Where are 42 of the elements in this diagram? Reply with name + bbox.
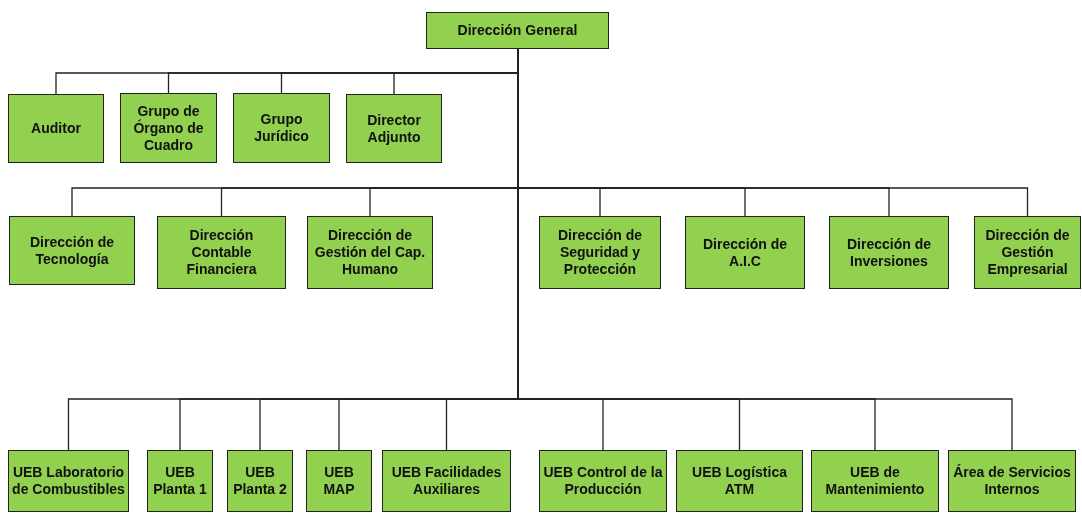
org-box bbox=[685, 216, 805, 289]
org-box bbox=[676, 450, 803, 512]
org-box bbox=[426, 12, 609, 49]
org-box bbox=[8, 94, 104, 163]
box-label: UEB Logística ATM bbox=[691, 464, 788, 498]
org-box bbox=[233, 93, 330, 163]
box-label: Grupo Jurídico bbox=[253, 111, 310, 145]
box-label: Auditor bbox=[30, 120, 82, 137]
box-label: UEB Planta 2 bbox=[232, 464, 288, 498]
box-label: UEB MAP bbox=[322, 464, 356, 498]
org-box bbox=[382, 450, 511, 512]
box-label: Dirección de Seguridad y Protección bbox=[557, 227, 643, 278]
box-label: Dirección de Tecnología bbox=[29, 233, 115, 268]
org-box bbox=[8, 450, 129, 512]
org-box bbox=[227, 450, 293, 512]
box-label: UEB Laboratorio de Combustibles bbox=[11, 464, 126, 498]
org-box bbox=[9, 216, 135, 285]
org-box bbox=[147, 450, 213, 512]
box-label: Grupo de Órgano de Cuadro bbox=[132, 102, 205, 154]
box-label: Área de Servicios Internos bbox=[952, 464, 1072, 498]
box-label: Dirección de Gestión Empresarial bbox=[984, 227, 1071, 278]
org-box bbox=[346, 94, 442, 163]
org-box bbox=[307, 216, 433, 289]
box-label: UEB Planta 1 bbox=[152, 464, 208, 498]
org-box bbox=[539, 216, 661, 289]
box-label: Director Adjunto bbox=[366, 111, 422, 146]
org-box bbox=[829, 216, 949, 289]
box-label: Dirección Contable Financiera bbox=[185, 227, 258, 278]
box-label: Dirección de Inversiones bbox=[846, 235, 932, 270]
org-box bbox=[974, 216, 1081, 289]
org-box bbox=[157, 216, 286, 289]
box-label: Dirección de Gestión del Cap. Humano bbox=[313, 227, 427, 278]
org-box bbox=[811, 450, 939, 512]
org-box bbox=[539, 450, 667, 512]
box-label: UEB de Mantenimiento bbox=[824, 464, 926, 498]
box-label: Dirección General bbox=[456, 22, 579, 39]
box-label: UEB Control de la Producción bbox=[542, 464, 664, 498]
org-box bbox=[306, 450, 372, 512]
org-box bbox=[120, 93, 217, 163]
box-label: UEB Facilidades Auxiliares bbox=[390, 464, 503, 498]
org-box bbox=[948, 450, 1076, 512]
box-label: Dirección de A.I.C bbox=[702, 235, 788, 270]
